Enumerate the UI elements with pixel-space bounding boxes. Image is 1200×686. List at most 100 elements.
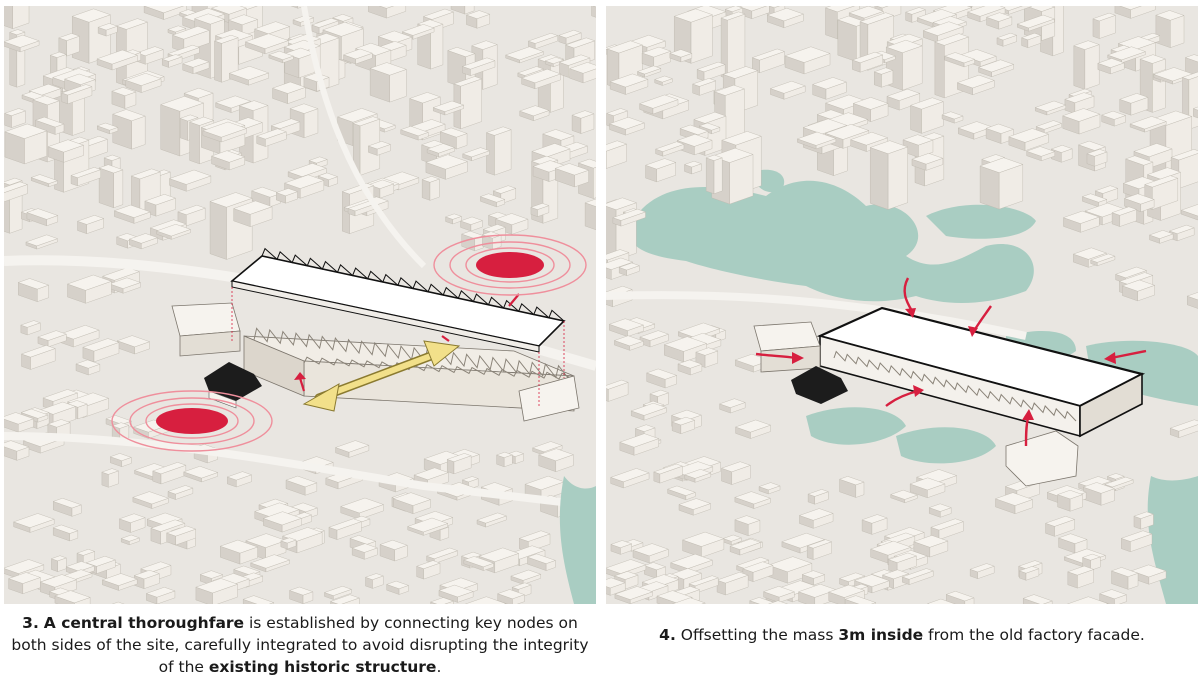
city-block <box>4 34 40 53</box>
facade-sawtooth <box>833 350 1077 422</box>
city-block <box>692 78 717 96</box>
existing-factory-facade <box>753 321 1079 487</box>
city-block <box>812 77 847 100</box>
city-block <box>807 489 829 505</box>
city-block <box>161 54 183 68</box>
panel-divider <box>598 6 604 604</box>
city-block <box>101 468 120 488</box>
city-block <box>116 335 151 355</box>
city-block <box>432 100 465 116</box>
city-block <box>30 174 59 188</box>
city-block <box>639 330 669 348</box>
city-block <box>13 513 55 533</box>
city-block <box>1066 596 1109 604</box>
city-block <box>591 6 596 18</box>
city-block <box>4 123 48 165</box>
city-block <box>109 453 132 468</box>
city-block <box>994 492 1034 515</box>
city-block <box>844 595 877 604</box>
city-block <box>762 586 795 603</box>
city-block <box>111 601 125 604</box>
city-block <box>558 29 582 45</box>
city-block <box>1123 193 1155 213</box>
city-block <box>698 122 721 135</box>
city-block <box>421 176 440 201</box>
city-block <box>228 66 270 86</box>
city-block <box>606 379 629 402</box>
city-block <box>979 157 1024 210</box>
city-block <box>769 80 806 100</box>
city-block <box>47 139 85 163</box>
caption-emphasis-offset: 3m inside <box>838 626 924 644</box>
caption-text: is established by connecting key nodes o… <box>11 614 589 676</box>
city-block <box>182 57 210 75</box>
city-blocks-left <box>4 6 596 604</box>
city-block <box>481 231 502 250</box>
city-block <box>890 489 918 504</box>
city-block <box>17 278 50 302</box>
key-node-northeast <box>433 234 587 296</box>
city-block <box>901 568 934 585</box>
city-block <box>610 540 633 555</box>
city-block <box>719 398 746 414</box>
city-block <box>722 534 742 546</box>
city-block <box>1192 106 1198 119</box>
city-block <box>351 543 378 560</box>
city-block <box>655 141 685 157</box>
city-block <box>392 492 432 515</box>
city-block <box>1082 482 1116 506</box>
city-block <box>618 262 640 276</box>
city-block <box>526 553 557 571</box>
caption-emphasis-structure: existing historic structure <box>208 658 437 676</box>
city-block <box>70 167 102 187</box>
city-block <box>166 525 197 546</box>
city-block <box>751 48 786 74</box>
city-block <box>459 216 484 232</box>
city-block <box>630 402 667 421</box>
city-block <box>758 482 781 495</box>
diagram-panel-offset-mass <box>606 6 1198 604</box>
caption-text-end: from the old factory facade. <box>923 626 1145 644</box>
red-connection-arrows <box>294 293 520 392</box>
city-block <box>347 200 377 217</box>
city-block <box>1086 149 1108 167</box>
city-block <box>76 215 105 234</box>
city-block <box>1119 93 1149 116</box>
city-block <box>233 200 273 227</box>
central-thoroughfare-arrow <box>302 340 461 412</box>
city-block <box>461 230 484 252</box>
city-block <box>669 49 693 63</box>
city-block <box>379 539 408 562</box>
city-block <box>684 469 712 483</box>
city-block <box>497 589 526 604</box>
city-block <box>944 52 976 68</box>
city-block <box>228 14 259 37</box>
city-block <box>768 600 788 604</box>
city-block <box>1081 193 1108 208</box>
city-block <box>956 74 995 96</box>
city-block <box>969 563 995 579</box>
city-block <box>643 562 667 579</box>
key-node-southwest <box>111 390 273 452</box>
city-block <box>244 33 289 55</box>
city-block <box>145 587 176 604</box>
axonometric-city-map-right <box>606 6 1198 604</box>
city-block <box>280 537 297 550</box>
city-block <box>838 476 865 498</box>
city-block <box>496 451 513 468</box>
city-block <box>977 59 1015 78</box>
city-block <box>1067 565 1095 589</box>
road-main <box>606 291 1027 340</box>
city-block <box>519 105 550 122</box>
city-block <box>886 88 921 111</box>
city-block <box>930 518 964 540</box>
city-block <box>4 108 27 128</box>
city-block <box>426 143 456 158</box>
city-block <box>256 128 287 147</box>
city-block <box>505 46 545 64</box>
city-block <box>1121 279 1156 302</box>
city-block <box>632 543 669 564</box>
city-block <box>97 23 118 37</box>
city-block <box>26 208 59 227</box>
city-block <box>767 556 813 584</box>
